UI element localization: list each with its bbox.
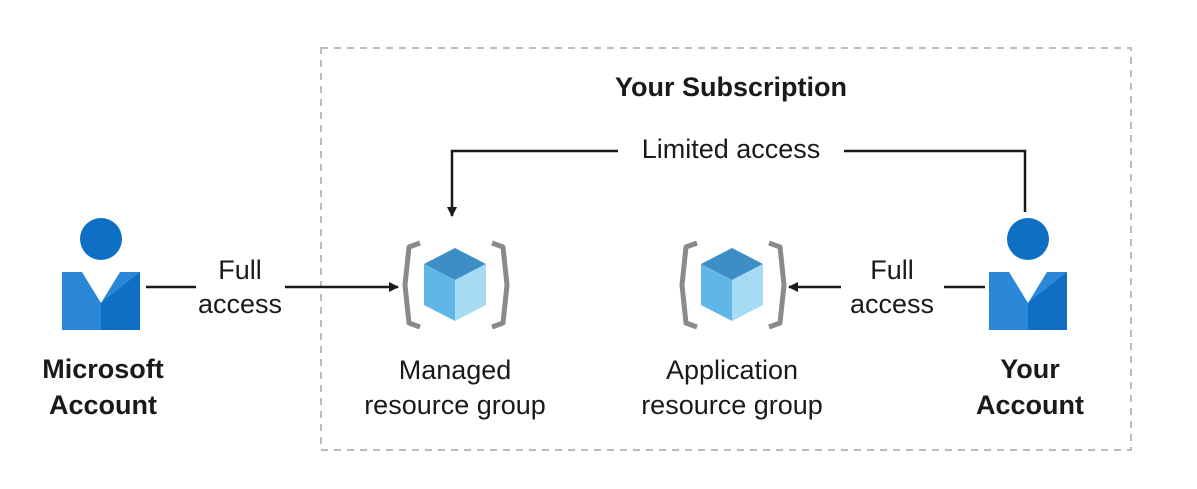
managed-group-label-line1: Managed xyxy=(398,355,512,385)
application-group-label-line2: resource group xyxy=(641,390,823,420)
subscription-boundary xyxy=(320,47,1132,451)
full-access-right-label-line1: Full xyxy=(870,255,914,285)
your-account-user-icon xyxy=(989,218,1067,330)
microsoft-account-label-line2: Account xyxy=(49,390,157,420)
subscription-title: Your Subscription xyxy=(614,72,847,102)
application-group-label-line1: Application xyxy=(665,355,799,385)
your-account-label-line2: Account xyxy=(976,390,1084,420)
limited-access-label: Limited access xyxy=(618,132,844,166)
microsoft-account-label-line1: Microsoft xyxy=(42,354,164,384)
your-account-label-line1: Your xyxy=(1000,354,1060,384)
full-access-left-label-line1: Full xyxy=(218,255,262,285)
full-access-left-label-line2: access xyxy=(197,289,283,319)
managed-group-label-line2: resource group xyxy=(364,390,546,420)
managed-resource-group-icon xyxy=(402,240,510,330)
full-access-right-label-line2: access xyxy=(849,289,935,319)
application-resource-group-icon xyxy=(679,240,787,330)
microsoft-account-user-icon xyxy=(62,218,140,330)
